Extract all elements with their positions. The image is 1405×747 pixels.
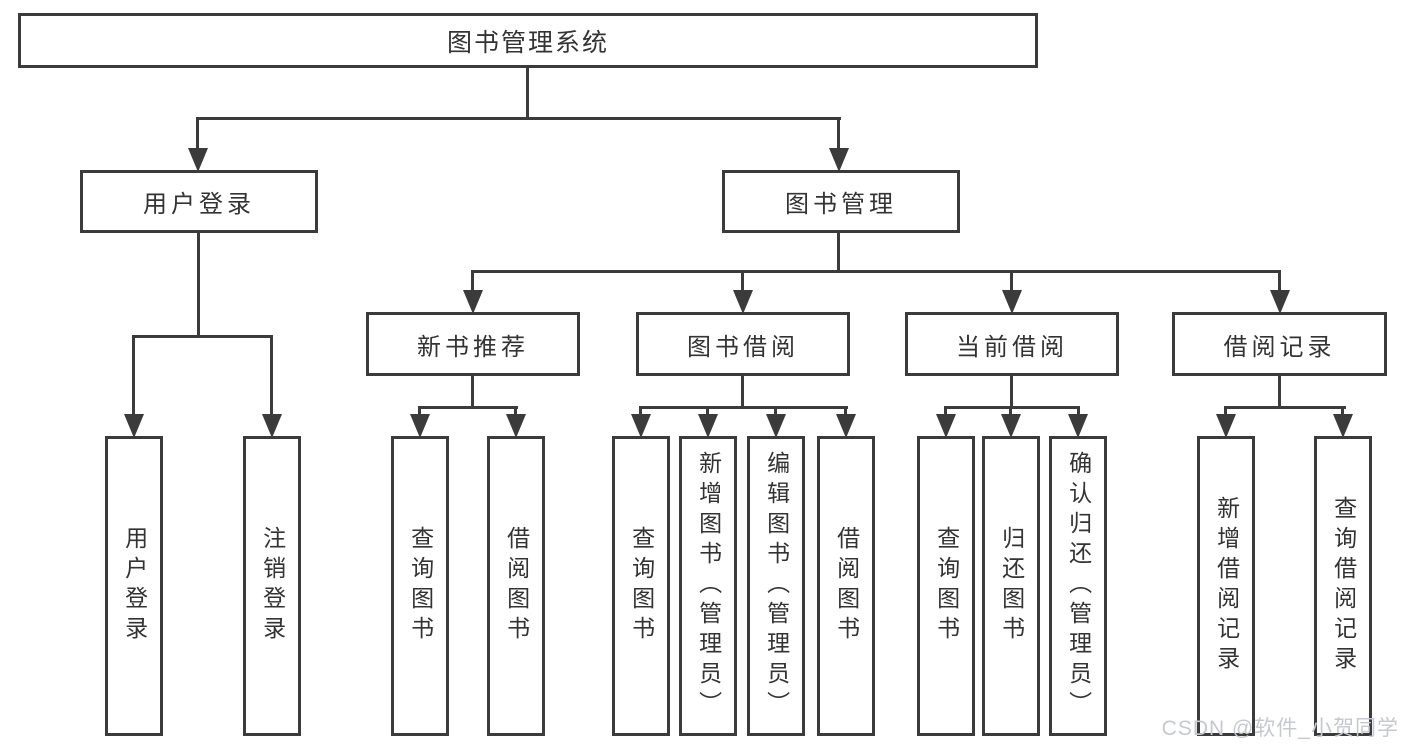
arrowhead xyxy=(262,414,282,438)
arrowhead xyxy=(733,290,753,314)
arrowhead xyxy=(1270,290,1290,314)
node-label: 图书借阅 xyxy=(687,333,799,361)
connector-line xyxy=(132,335,273,338)
leaf-return-books: 归还图书 xyxy=(982,436,1040,736)
connector-line xyxy=(1278,270,1281,292)
leaf-borrow-books-borrowing: 借阅图书 xyxy=(817,436,875,736)
leaf-label: 编辑图书（管理员） xyxy=(763,451,790,721)
arrowhead xyxy=(829,148,849,172)
arrowhead xyxy=(1002,290,1022,314)
arrowhead xyxy=(1001,414,1021,438)
connector-line xyxy=(837,118,840,150)
csdn-watermark: CSDN @软件_小贺同学 xyxy=(1161,717,1399,740)
leaf-confirm-return-admin: 确认归还（管理员） xyxy=(1049,436,1107,736)
leaf-query-books-recommend: 查询图书 xyxy=(391,436,449,736)
leaf-edit-books-admin: 编辑图书（管理员） xyxy=(747,436,805,736)
leaf-label: 借阅图书 xyxy=(833,526,860,646)
connector-line xyxy=(471,270,1281,273)
node-book-management: 图书管理 xyxy=(722,170,960,233)
node-new-book-recommendation: 新书推荐 xyxy=(366,312,580,376)
connector-line xyxy=(514,406,517,416)
connector-line xyxy=(741,376,744,406)
leaf-label: 用户登录 xyxy=(121,526,148,646)
leaf-query-borrow-record: 查询借阅记录 xyxy=(1314,436,1372,736)
leaf-label: 查询借阅记录 xyxy=(1330,496,1357,676)
arrowhead xyxy=(124,414,144,438)
connector-line xyxy=(132,335,135,417)
node-label: 用户登录 xyxy=(143,191,255,218)
connector-line xyxy=(196,118,199,150)
arrowhead xyxy=(1333,414,1353,438)
leaf-label: 查询图书 xyxy=(628,526,655,646)
leaf-label: 借阅图书 xyxy=(503,526,530,646)
node-library-management-system: 图书管理系统 xyxy=(18,13,1038,68)
connector-line xyxy=(196,117,841,120)
leaf-label: 注销登录 xyxy=(259,526,286,646)
connector-line xyxy=(1009,406,1012,416)
arrowhead xyxy=(1068,414,1088,438)
connector-line xyxy=(741,270,744,292)
connector-line xyxy=(1010,270,1013,292)
connector-line xyxy=(944,406,1080,409)
connector-line xyxy=(844,406,847,416)
connector-line xyxy=(197,233,200,335)
connector-line xyxy=(1341,406,1344,416)
connector-line xyxy=(944,406,947,416)
connector-line xyxy=(1077,406,1080,416)
connector-line xyxy=(1010,376,1013,406)
connector-line xyxy=(706,406,709,416)
connector-line xyxy=(270,335,273,417)
arrowhead xyxy=(410,414,430,438)
connector-line xyxy=(774,406,777,416)
node-book-borrowing: 图书借阅 xyxy=(636,312,850,376)
node-label: 当前借阅 xyxy=(956,333,1068,361)
leaf-borrow-books-recommend: 借阅图书 xyxy=(487,436,545,736)
arrowhead xyxy=(698,414,718,438)
connector-line xyxy=(418,406,518,409)
leaf-label: 确认归还（管理员） xyxy=(1065,451,1092,721)
node-borrowing-records: 借阅记录 xyxy=(1172,312,1387,376)
arrowhead xyxy=(506,414,526,438)
node-current-borrowing: 当前借阅 xyxy=(905,312,1119,376)
leaf-label: 新增图书（管理员） xyxy=(695,451,722,721)
arrowhead xyxy=(188,148,208,172)
connector-line xyxy=(1224,406,1346,409)
connector-line xyxy=(418,406,421,416)
connector-line xyxy=(639,406,848,409)
connector-line xyxy=(471,270,474,292)
connector-line xyxy=(1278,376,1281,406)
leaf-label: 归还图书 xyxy=(998,526,1025,646)
connector-line xyxy=(1224,406,1227,416)
arrowhead xyxy=(836,414,856,438)
arrowhead xyxy=(463,290,483,314)
connector-line xyxy=(471,376,474,406)
connector-line xyxy=(837,233,840,270)
node-label: 新书推荐 xyxy=(417,333,529,361)
arrowhead xyxy=(766,414,786,438)
leaf-logout: 注销登录 xyxy=(243,436,301,736)
node-label: 图书管理 xyxy=(785,191,897,218)
arrowhead xyxy=(936,414,956,438)
leaf-label: 查询图书 xyxy=(407,526,434,646)
leaf-label: 查询图书 xyxy=(933,526,960,646)
arrowhead xyxy=(1216,414,1236,438)
leaf-add-borrow-record: 新增借阅记录 xyxy=(1197,436,1255,736)
node-label: 借阅记录 xyxy=(1223,333,1336,361)
connector-line xyxy=(639,406,642,416)
leaf-query-books-borrowing: 查询图书 xyxy=(612,436,670,736)
leaf-user-login: 用户登录 xyxy=(105,436,163,736)
node-user-login: 用户登录 xyxy=(80,170,318,233)
arrowhead xyxy=(631,414,651,438)
node-label: 图书管理系统 xyxy=(446,28,609,57)
connector-line xyxy=(526,68,529,118)
leaf-label: 新增借阅记录 xyxy=(1213,496,1240,676)
leaf-query-books-current: 查询图书 xyxy=(917,436,975,736)
leaf-add-books-admin: 新增图书（管理员） xyxy=(679,436,737,736)
